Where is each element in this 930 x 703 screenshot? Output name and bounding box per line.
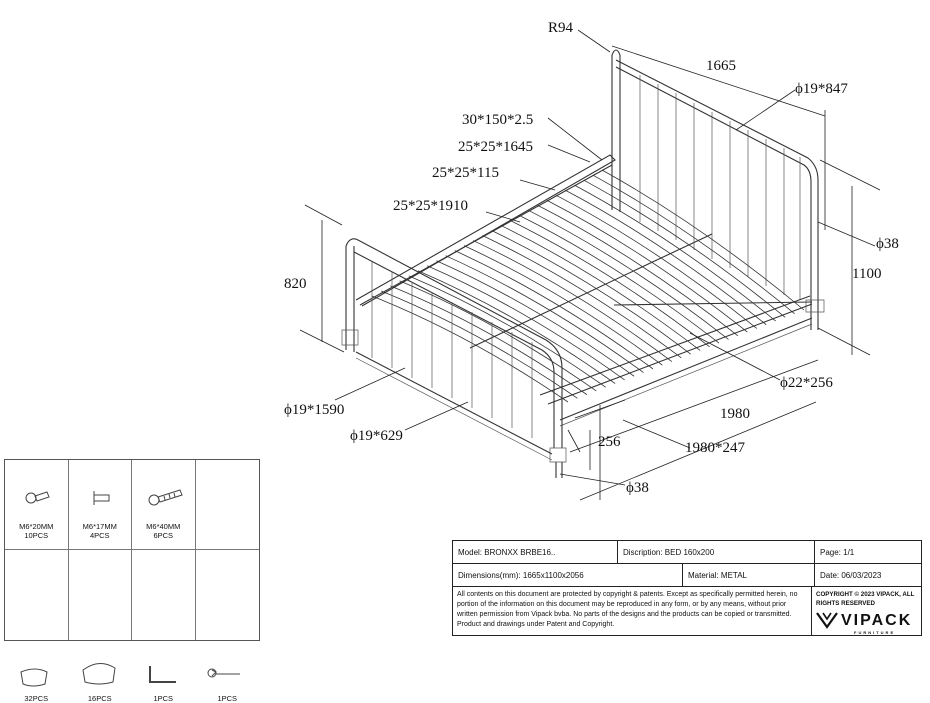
slat — [417, 270, 616, 384]
bed-frame-rails — [355, 154, 813, 427]
dim-h820: 820 — [284, 276, 307, 292]
slat — [454, 250, 654, 370]
dim-d19-629: ϕ19*629 — [350, 428, 403, 444]
dim-h1100: 1100 — [852, 266, 881, 282]
slat — [565, 189, 767, 326]
headboard — [611, 49, 825, 330]
dim-d38-bottom: ϕ38 — [626, 480, 649, 496]
part-cell: 16PCS — [69, 550, 132, 703]
dim-len-1980: 1980 — [720, 406, 750, 422]
part-name: M6*20MM — [19, 522, 54, 531]
barrel-nut-icon — [93, 491, 109, 505]
dim-25-1645: 25*25*1645 — [458, 139, 533, 155]
slat — [546, 199, 748, 333]
dim-r94: R94 — [548, 20, 574, 36]
logo-sub: FURNITURE — [854, 630, 896, 635]
title-row-1: Model: BRONXX BRBE16.. Discription: BED … — [452, 540, 922, 564]
part-qty: 1PCS — [153, 694, 174, 703]
slats — [371, 169, 805, 403]
legal-notice: All contents on this document are protec… — [452, 587, 812, 636]
date-field: Date: 06/03/2023 — [820, 570, 882, 580]
slat — [390, 285, 588, 395]
dim-d22-256: ϕ22*256 — [780, 375, 833, 391]
part-qty: 32PCS — [24, 694, 49, 703]
slat — [463, 245, 663, 366]
vipack-logo-icon — [816, 612, 838, 629]
center-rail — [469, 233, 713, 349]
slat — [408, 275, 606, 388]
bolt-long-icon — [148, 489, 183, 506]
title-row-2: Dimensions(mm): 1665x1100x2056 Material:… — [452, 564, 922, 587]
title-block: Model: BRONXX BRBE16.. Discription: BED … — [452, 540, 922, 636]
description-field: Discription: BED 160x200 — [618, 541, 815, 563]
part-qty: 4PCS — [89, 531, 110, 540]
part-qty: 6PCS — [153, 531, 174, 540]
dimension-lines — [299, 29, 881, 501]
copyright-box: COPYRIGHT © 2023 VIPACK, ALL RIGHTS RESE… — [812, 587, 922, 636]
copyright-text: COPYRIGHT © 2023 VIPACK, ALL RIGHTS RESE… — [816, 591, 915, 607]
slat — [427, 265, 625, 381]
slat — [592, 174, 795, 314]
part-name: M6*40MM — [146, 522, 181, 531]
part-name: M6*17MM — [82, 522, 117, 531]
dim-25-1910: 25*25*1910 — [393, 198, 468, 214]
part-qty: 10PCS — [24, 531, 49, 540]
slat — [445, 255, 644, 373]
slat — [491, 230, 691, 355]
slat — [509, 220, 710, 348]
dimensions-field: Dimensions(mm): 1665x1100x2056 — [453, 564, 683, 586]
slat — [399, 280, 597, 392]
part-cell: 1PCS — [196, 550, 260, 703]
dim-25-115: 25*25*115 — [432, 165, 499, 181]
part-cell: 32PCS — [5, 550, 69, 703]
slat — [436, 260, 635, 377]
slat-holder-small-icon — [20, 668, 48, 687]
vipack-logo: VIPACK FURNITURE — [816, 611, 913, 635]
dim-30-150: 30*150*2.5 — [462, 112, 533, 128]
allen-key-icon — [149, 666, 176, 683]
part-cell-empty — [195, 460, 259, 550]
slat — [574, 184, 776, 322]
logo-word: VIPACK — [841, 611, 913, 629]
slat — [601, 169, 805, 311]
slat — [500, 225, 701, 351]
dim-d38-top: ϕ38 — [876, 236, 899, 252]
slat — [473, 240, 673, 362]
slat — [482, 235, 682, 359]
slat — [528, 209, 729, 340]
material-field: Material: METAL — [683, 564, 815, 586]
dim-d19-847: ϕ19*847 — [795, 81, 848, 97]
bed-technical-drawing: R94 1665 ϕ19*847 30*150*2.5 25*25*1645 2… — [284, 20, 899, 501]
slat — [583, 179, 786, 318]
model-field: Model: BRONXX BRBE16.. — [453, 541, 618, 563]
slat — [537, 204, 739, 337]
slat-holder-large-icon — [81, 663, 116, 685]
bolt-short-icon — [25, 491, 50, 504]
page-field: Page: 1/1 — [820, 547, 855, 557]
dim-width-1665: 1665 — [706, 58, 736, 74]
dim-d19-1590: ϕ19*1590 — [284, 402, 344, 418]
slat — [381, 290, 578, 399]
dim-1980-247: 1980*247 — [685, 440, 746, 456]
footboard — [341, 238, 567, 478]
wrench-icon — [207, 668, 240, 678]
part-cell: 1PCS — [132, 550, 196, 703]
slat — [519, 215, 720, 344]
part-qty: 16PCS — [87, 694, 112, 703]
part-qty: 1PCS — [217, 694, 238, 703]
slat — [555, 194, 758, 329]
slat — [371, 295, 569, 403]
dim-h256: 256 — [598, 434, 621, 450]
